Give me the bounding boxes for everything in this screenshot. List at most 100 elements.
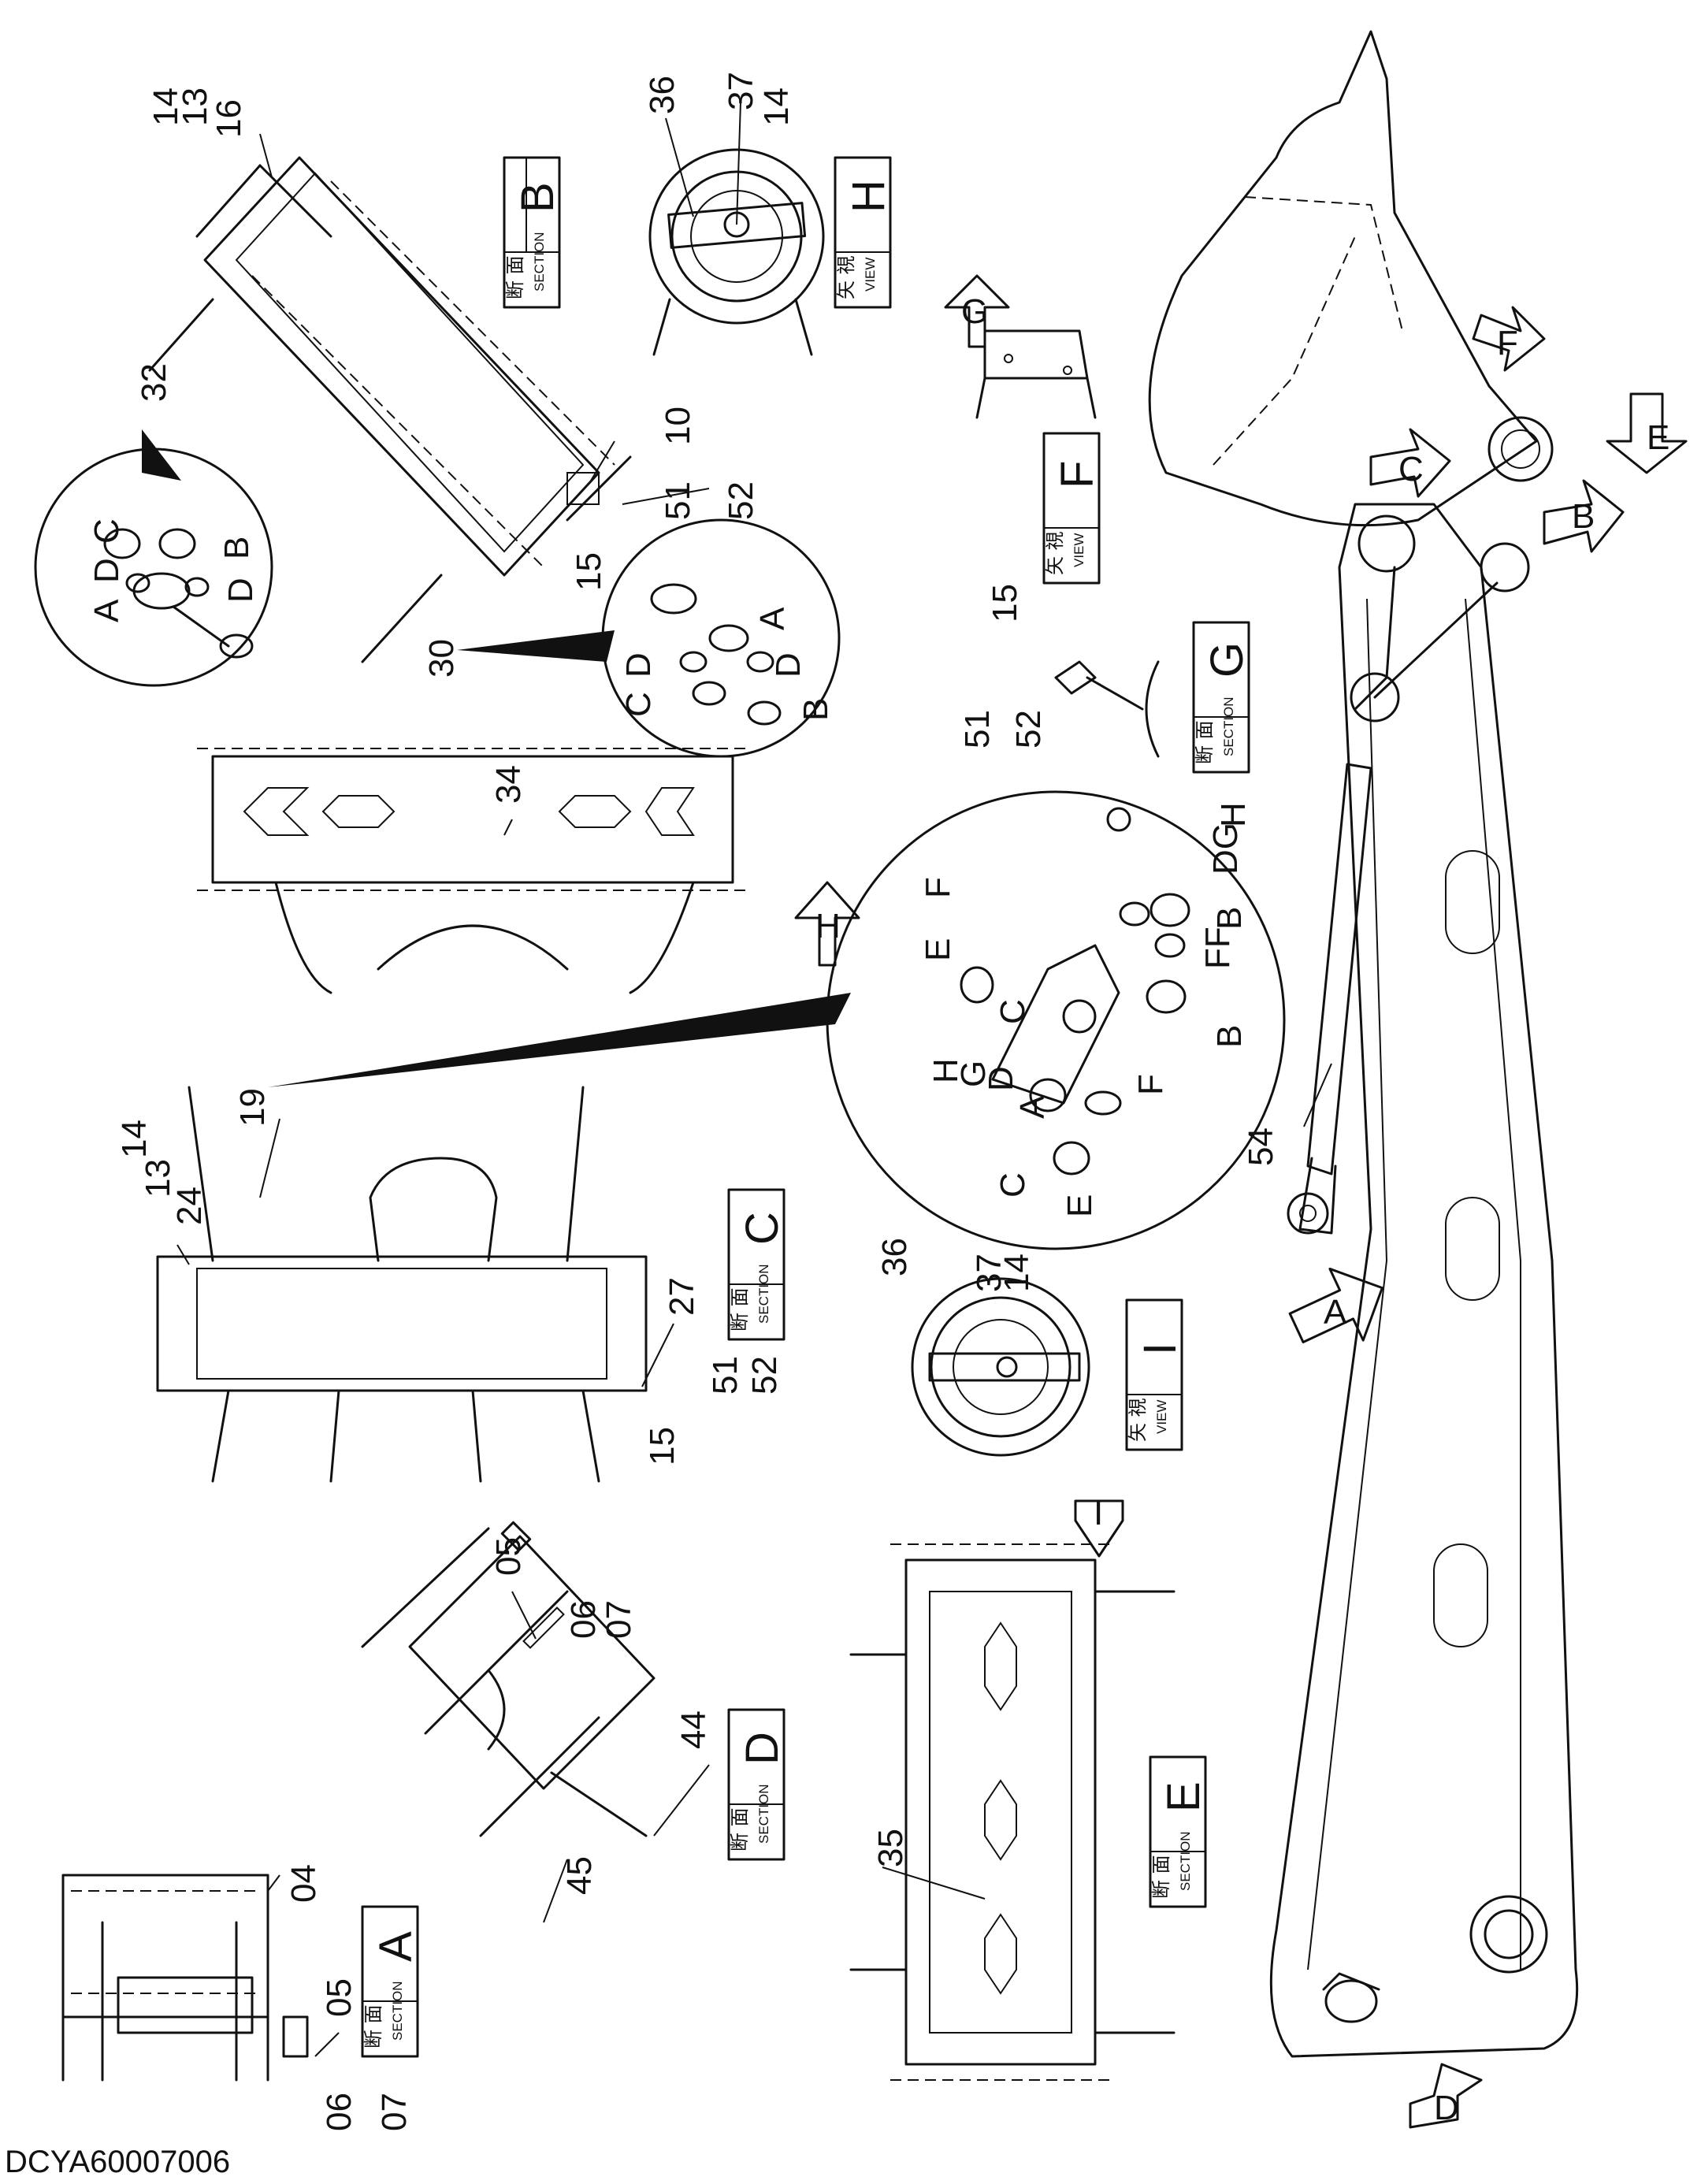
svg-text:C: C bbox=[87, 518, 126, 544]
arrow-h-icon: H bbox=[794, 881, 860, 967]
svg-text:10: 10 bbox=[659, 407, 697, 445]
svg-text:SECTION: SECTION bbox=[756, 1784, 771, 1844]
svg-text:FF: FF bbox=[1198, 927, 1237, 969]
svg-text:05: 05 bbox=[320, 1978, 358, 2017]
svg-text:15: 15 bbox=[570, 552, 608, 591]
svg-text:DG: DG bbox=[1206, 823, 1245, 875]
detail-circle-center bbox=[268, 790, 1286, 1250]
svg-text:矢 視: 矢 視 bbox=[1127, 1398, 1149, 1442]
svg-text:51: 51 bbox=[958, 710, 997, 748]
svg-text:E: E bbox=[1060, 1194, 1099, 1217]
svg-text:VIEW: VIEW bbox=[863, 258, 878, 292]
section-label-g: SECTION 断 面 G bbox=[1192, 621, 1253, 774]
arrow-b-icon: B bbox=[1543, 479, 1625, 553]
direction-arrows: A B C D E F G H bbox=[794, 274, 1688, 2129]
arrow-a-icon: A bbox=[1288, 1267, 1383, 1343]
svg-text:F: F bbox=[1052, 461, 1103, 488]
svg-text:14: 14 bbox=[997, 1254, 1036, 1292]
svg-text:D: D bbox=[221, 578, 260, 603]
svg-text:37: 37 bbox=[970, 1254, 1008, 1292]
arrow-g-icon: G bbox=[944, 274, 1010, 348]
svg-text:I: I bbox=[1094, 1494, 1103, 1532]
svg-text:15: 15 bbox=[986, 584, 1024, 622]
svg-text:C: C bbox=[619, 692, 658, 717]
svg-text:断 面: 断 面 bbox=[729, 1287, 751, 1332]
svg-text:C: C bbox=[993, 999, 1032, 1024]
svg-text:C: C bbox=[1398, 450, 1424, 488]
section-label-d: SECTION 断 面 D bbox=[727, 1708, 788, 1861]
svg-text:C: C bbox=[993, 1172, 1032, 1198]
svg-text:07: 07 bbox=[375, 2093, 414, 2131]
svg-text:52: 52 bbox=[1009, 710, 1048, 748]
svg-text:断 面: 断 面 bbox=[729, 1807, 751, 1852]
svg-text:矢 視: 矢 視 bbox=[1044, 531, 1066, 575]
arrow-f-icon: F bbox=[1472, 306, 1546, 372]
pin-34-section bbox=[197, 748, 748, 994]
detail-circle-left bbox=[34, 429, 273, 687]
view-g-part bbox=[975, 329, 1097, 419]
svg-text:05: 05 bbox=[489, 1537, 528, 1576]
svg-text:14: 14 bbox=[147, 87, 185, 126]
svg-text:36: 36 bbox=[875, 1238, 914, 1276]
svg-text:SECTION: SECTION bbox=[390, 1981, 405, 2041]
arm-assembly bbox=[1148, 30, 1579, 2058]
svg-text:VIEW: VIEW bbox=[1154, 1400, 1169, 1434]
arrow-c-icon: C bbox=[1369, 428, 1451, 498]
section-e-drawing bbox=[849, 1543, 1175, 2081]
svg-text:B: B bbox=[512, 182, 563, 213]
svg-text:27: 27 bbox=[663, 1277, 701, 1316]
svg-text:VIEW: VIEW bbox=[1071, 533, 1086, 567]
section-c-drawing bbox=[156, 1086, 648, 1483]
svg-text:36: 36 bbox=[643, 76, 682, 114]
svg-text:H: H bbox=[843, 180, 894, 213]
svg-text:SECTION: SECTION bbox=[532, 232, 547, 292]
svg-text:B: B bbox=[1210, 1025, 1249, 1048]
view-label-f: VIEW 矢 視 F bbox=[1042, 432, 1103, 585]
section-label-b: SECTION 断 面 B bbox=[503, 156, 563, 309]
svg-text:06: 06 bbox=[320, 2093, 358, 2131]
svg-text:SECTION: SECTION bbox=[1178, 1831, 1193, 1891]
svg-text:G: G bbox=[954, 1060, 993, 1087]
svg-text:I: I bbox=[1135, 1343, 1186, 1355]
bushing-letters-right: D C A D B bbox=[619, 607, 835, 721]
svg-text:H: H bbox=[1214, 802, 1253, 827]
bushing-letters-left: C D A B D bbox=[87, 518, 260, 622]
leader-lines bbox=[176, 102, 1332, 2057]
svg-text:51: 51 bbox=[659, 481, 697, 520]
svg-text:45: 45 bbox=[560, 1856, 599, 1895]
svg-text:H: H bbox=[927, 1058, 965, 1083]
svg-text:SECTION: SECTION bbox=[756, 1264, 771, 1324]
section-label-e: SECTION 断 面 E bbox=[1149, 1755, 1209, 1908]
bushing-letters-center: H G D A C E C E F F H DG B FF B bbox=[919, 802, 1253, 1217]
svg-text:F: F bbox=[1497, 324, 1518, 362]
svg-text:D: D bbox=[737, 1732, 788, 1765]
arrow-i-icon: I bbox=[1074, 1494, 1124, 1558]
svg-text:B: B bbox=[1210, 907, 1249, 930]
svg-text:F: F bbox=[1131, 1074, 1170, 1095]
svg-text:C: C bbox=[737, 1212, 788, 1245]
svg-text:34: 34 bbox=[489, 765, 528, 804]
svg-text:SECTION: SECTION bbox=[1221, 696, 1236, 756]
svg-text:19: 19 bbox=[233, 1088, 272, 1127]
svg-text:51: 51 bbox=[706, 1356, 745, 1395]
svg-text:F: F bbox=[919, 877, 957, 898]
detail-circle-right bbox=[457, 518, 841, 758]
svg-text:E: E bbox=[1158, 1781, 1209, 1812]
svg-text:断 面: 断 面 bbox=[362, 2004, 384, 2048]
svg-text:24: 24 bbox=[170, 1187, 209, 1225]
svg-text:13: 13 bbox=[176, 87, 214, 126]
svg-text:A: A bbox=[1324, 1293, 1347, 1332]
arrow-d-icon: D bbox=[1409, 2063, 1483, 2129]
svg-text:A: A bbox=[370, 1931, 422, 1962]
svg-text:A: A bbox=[87, 599, 126, 622]
svg-text:44: 44 bbox=[674, 1710, 713, 1749]
svg-text:D: D bbox=[982, 1066, 1020, 1091]
section-label-c: SECTION 断 面 C bbox=[727, 1188, 788, 1341]
svg-text:D: D bbox=[87, 558, 126, 583]
view-h-drawing bbox=[648, 148, 825, 356]
svg-text:16: 16 bbox=[210, 99, 248, 138]
svg-text:04: 04 bbox=[284, 1864, 323, 1903]
svg-text:D: D bbox=[1434, 2089, 1459, 2127]
view-i-drawing bbox=[911, 1277, 1090, 1457]
part-callouts: 14 13 16 32 30 15 51 52 10 36 37 14 34 1… bbox=[115, 72, 1280, 2131]
